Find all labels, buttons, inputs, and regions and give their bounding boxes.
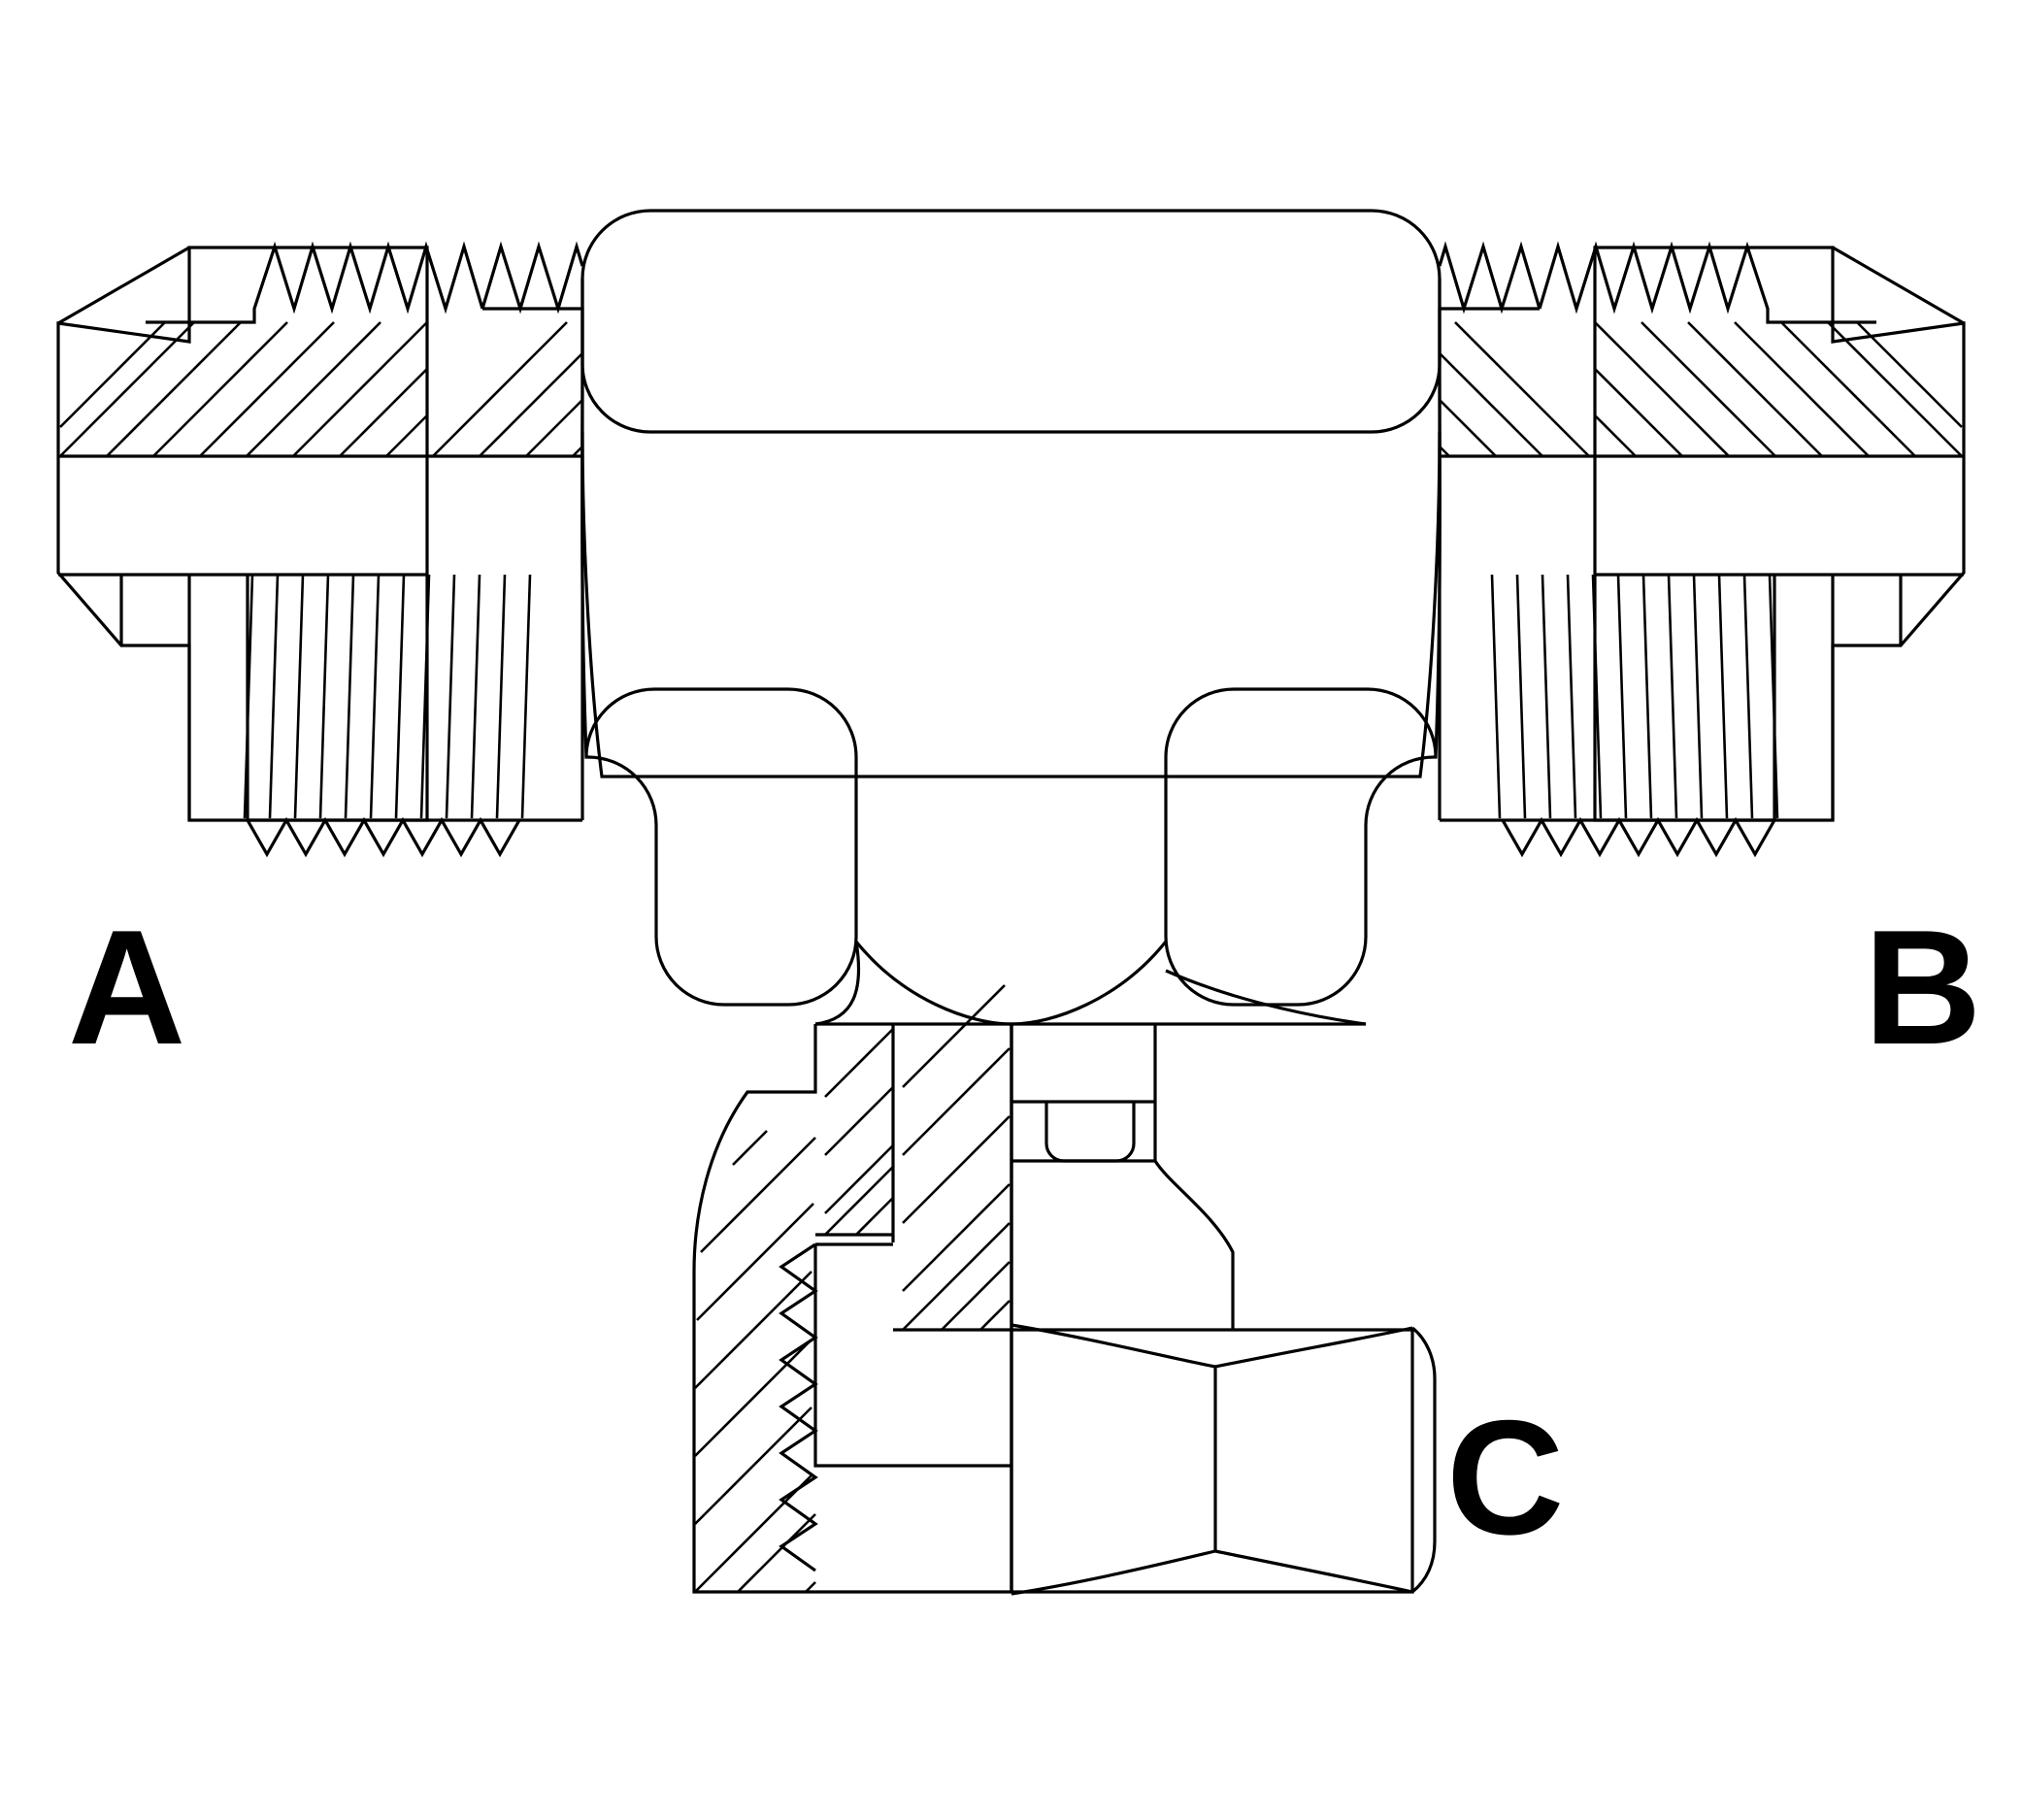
callout-label-c: C (1446, 1386, 1564, 1569)
bottom-branch-assembly (692, 984, 1437, 1596)
hex-nut-top-chamfer-right (1214, 1326, 1413, 1369)
body-underside-left-curve (814, 941, 861, 1026)
branch-bore-floor (813, 1244, 1011, 1468)
body-lower-left-lobe (584, 687, 858, 1007)
branch-thread-sawtooth (779, 1242, 818, 1572)
left-thread-crest-lower (246, 816, 521, 858)
hex-nut-bottom-chamfer-right (1214, 1549, 1413, 1594)
left-thread-crest-shank (481, 241, 584, 314)
body-lower-right-lobe (1164, 687, 1438, 1007)
body-under-seam-right (1011, 940, 1168, 1026)
right-thread-crest-shank (1438, 241, 1541, 314)
left-upper-section-hatching (59, 321, 428, 457)
branch-collar-notch (1044, 1102, 1136, 1163)
tee-center-body (580, 209, 1442, 1026)
callout-label-b: B (1864, 896, 1981, 1078)
body-barrel-outline (580, 431, 1442, 778)
body-left-wall (580, 363, 588, 758)
right-shank-hatching (1439, 321, 1590, 457)
right-shank-top (1438, 307, 1540, 575)
left-thread-crest-upper (146, 241, 484, 324)
right-port-assembly (1438, 241, 1966, 858)
hex-nut-right-corner-top (1410, 1326, 1437, 1594)
hex-nut-top-chamfer-left (1011, 1323, 1216, 1369)
left-shank-top (482, 307, 584, 575)
right-port-outline (1593, 246, 1966, 822)
right-thread-crest-upper (1538, 241, 1876, 324)
right-upper-section-hatching (1594, 321, 1963, 457)
branch-nipple-outer (692, 1024, 1013, 1594)
right-lower-thread-hatching (1490, 574, 1779, 819)
right-thread-crest-lower (1501, 816, 1776, 858)
left-shank-hatching (432, 321, 583, 457)
branch-upper-hatching (824, 984, 1011, 1331)
callout-label-a: A (68, 896, 185, 1078)
right-flare-chamfer (1832, 246, 1965, 325)
body-top-boss (580, 209, 1442, 434)
left-port-outline (56, 246, 429, 822)
branch-collar-taper (1153, 1102, 1235, 1330)
right-lower-thread-box (1438, 575, 1776, 822)
right-shank-extension (1438, 241, 1595, 575)
left-lower-thread-hatching (243, 574, 532, 819)
left-port-assembly (56, 241, 584, 858)
body-under-seam-left (854, 940, 1012, 1026)
branch-lower-hatching (694, 1130, 816, 1593)
left-flare-chamfer (57, 246, 190, 325)
body-underside-right-curve (1165, 969, 1367, 1026)
hex-nut-bottom-chamfer-left (1011, 1549, 1216, 1596)
